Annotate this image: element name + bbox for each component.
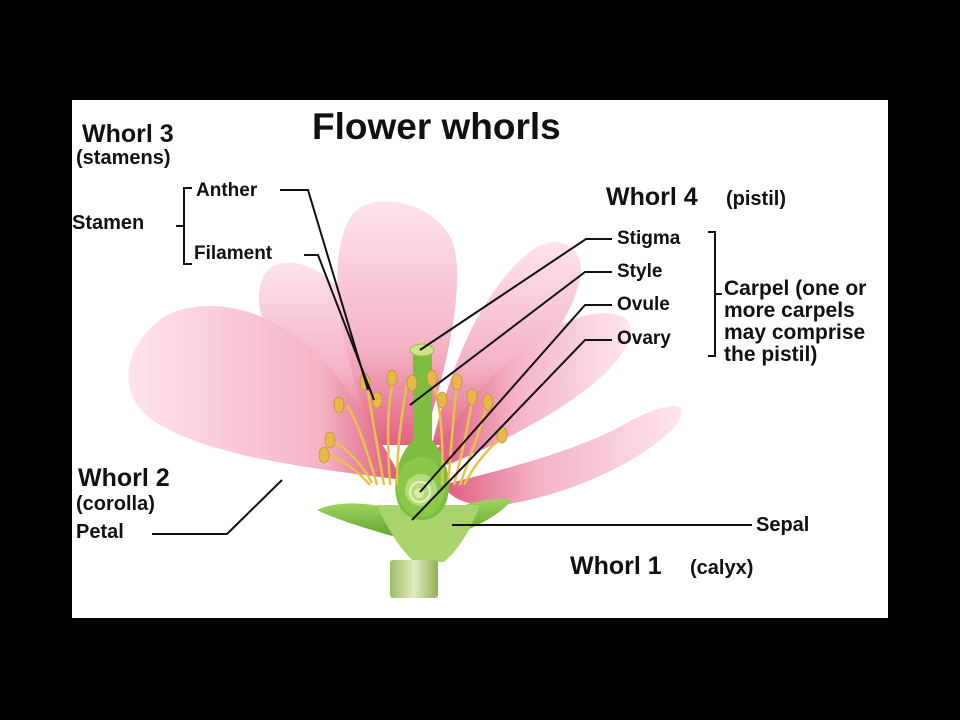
anthers bbox=[318, 369, 508, 464]
stamen-label: Stamen bbox=[72, 212, 145, 234]
petal-back-left bbox=[258, 262, 392, 445]
stem bbox=[390, 560, 438, 598]
leader-lines bbox=[152, 189, 752, 535]
petal-right-upper bbox=[437, 313, 631, 465]
whorl1-sub: (calyx) bbox=[690, 557, 754, 579]
anther-label: Anther bbox=[196, 180, 258, 201]
whorl4-sub: (pistil) bbox=[726, 188, 786, 210]
whorl3-sub: (stamens) bbox=[76, 147, 171, 169]
stigma-label: Stigma bbox=[617, 228, 681, 249]
whorl2-sub: (corolla) bbox=[76, 493, 155, 515]
filament-label: Filament bbox=[194, 243, 273, 264]
stamen-bracket bbox=[176, 187, 192, 265]
carpel-bracket bbox=[708, 231, 722, 357]
whorl1-heading: Whorl 1 bbox=[570, 552, 662, 580]
stigma-shape bbox=[409, 343, 435, 357]
carpel-label: Carpel (one or more carpels may comprise… bbox=[724, 277, 867, 366]
whorl3-heading: Whorl 3 bbox=[82, 120, 174, 148]
ovule-label: Ovule bbox=[617, 294, 670, 315]
petal-right bbox=[442, 406, 683, 506]
diagram-title: Flower whorls bbox=[312, 106, 561, 147]
ovary-label: Ovary bbox=[617, 328, 671, 349]
sepal-label: Sepal bbox=[756, 514, 810, 536]
petal-label: Petal bbox=[76, 521, 124, 543]
receptacle bbox=[377, 505, 480, 562]
diagram-panel: Flower whorls Whorl 3 (stamens) Stamen A… bbox=[72, 100, 888, 618]
whorl4-heading: Whorl 4 bbox=[606, 183, 698, 211]
flower-illustration bbox=[128, 187, 752, 598]
whorl2-heading: Whorl 2 bbox=[78, 464, 170, 492]
style-label: Style bbox=[617, 261, 663, 282]
